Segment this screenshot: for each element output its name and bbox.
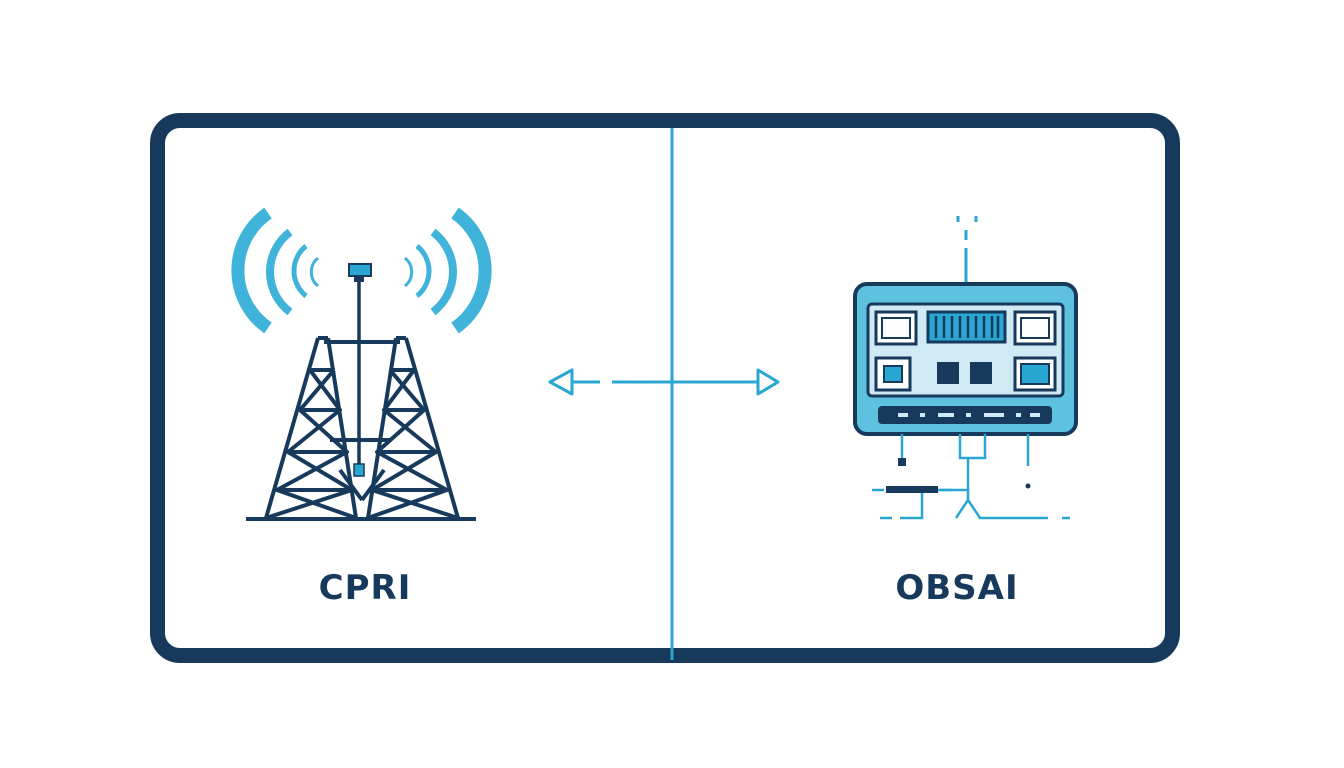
- cpri-label: CPRI: [318, 568, 412, 608]
- circuit-traces: [872, 434, 1070, 520]
- signal-waves-left-icon: [231, 207, 320, 334]
- signal-waves-right-icon: [403, 207, 492, 334]
- obsai-label: OBSAI: [895, 568, 1019, 608]
- bidirectional-arrow-icon: [548, 368, 780, 396]
- baseband-unit-icon: [853, 216, 1078, 520]
- cell-tower-icon: [231, 207, 492, 521]
- vent-grille: [926, 310, 1007, 344]
